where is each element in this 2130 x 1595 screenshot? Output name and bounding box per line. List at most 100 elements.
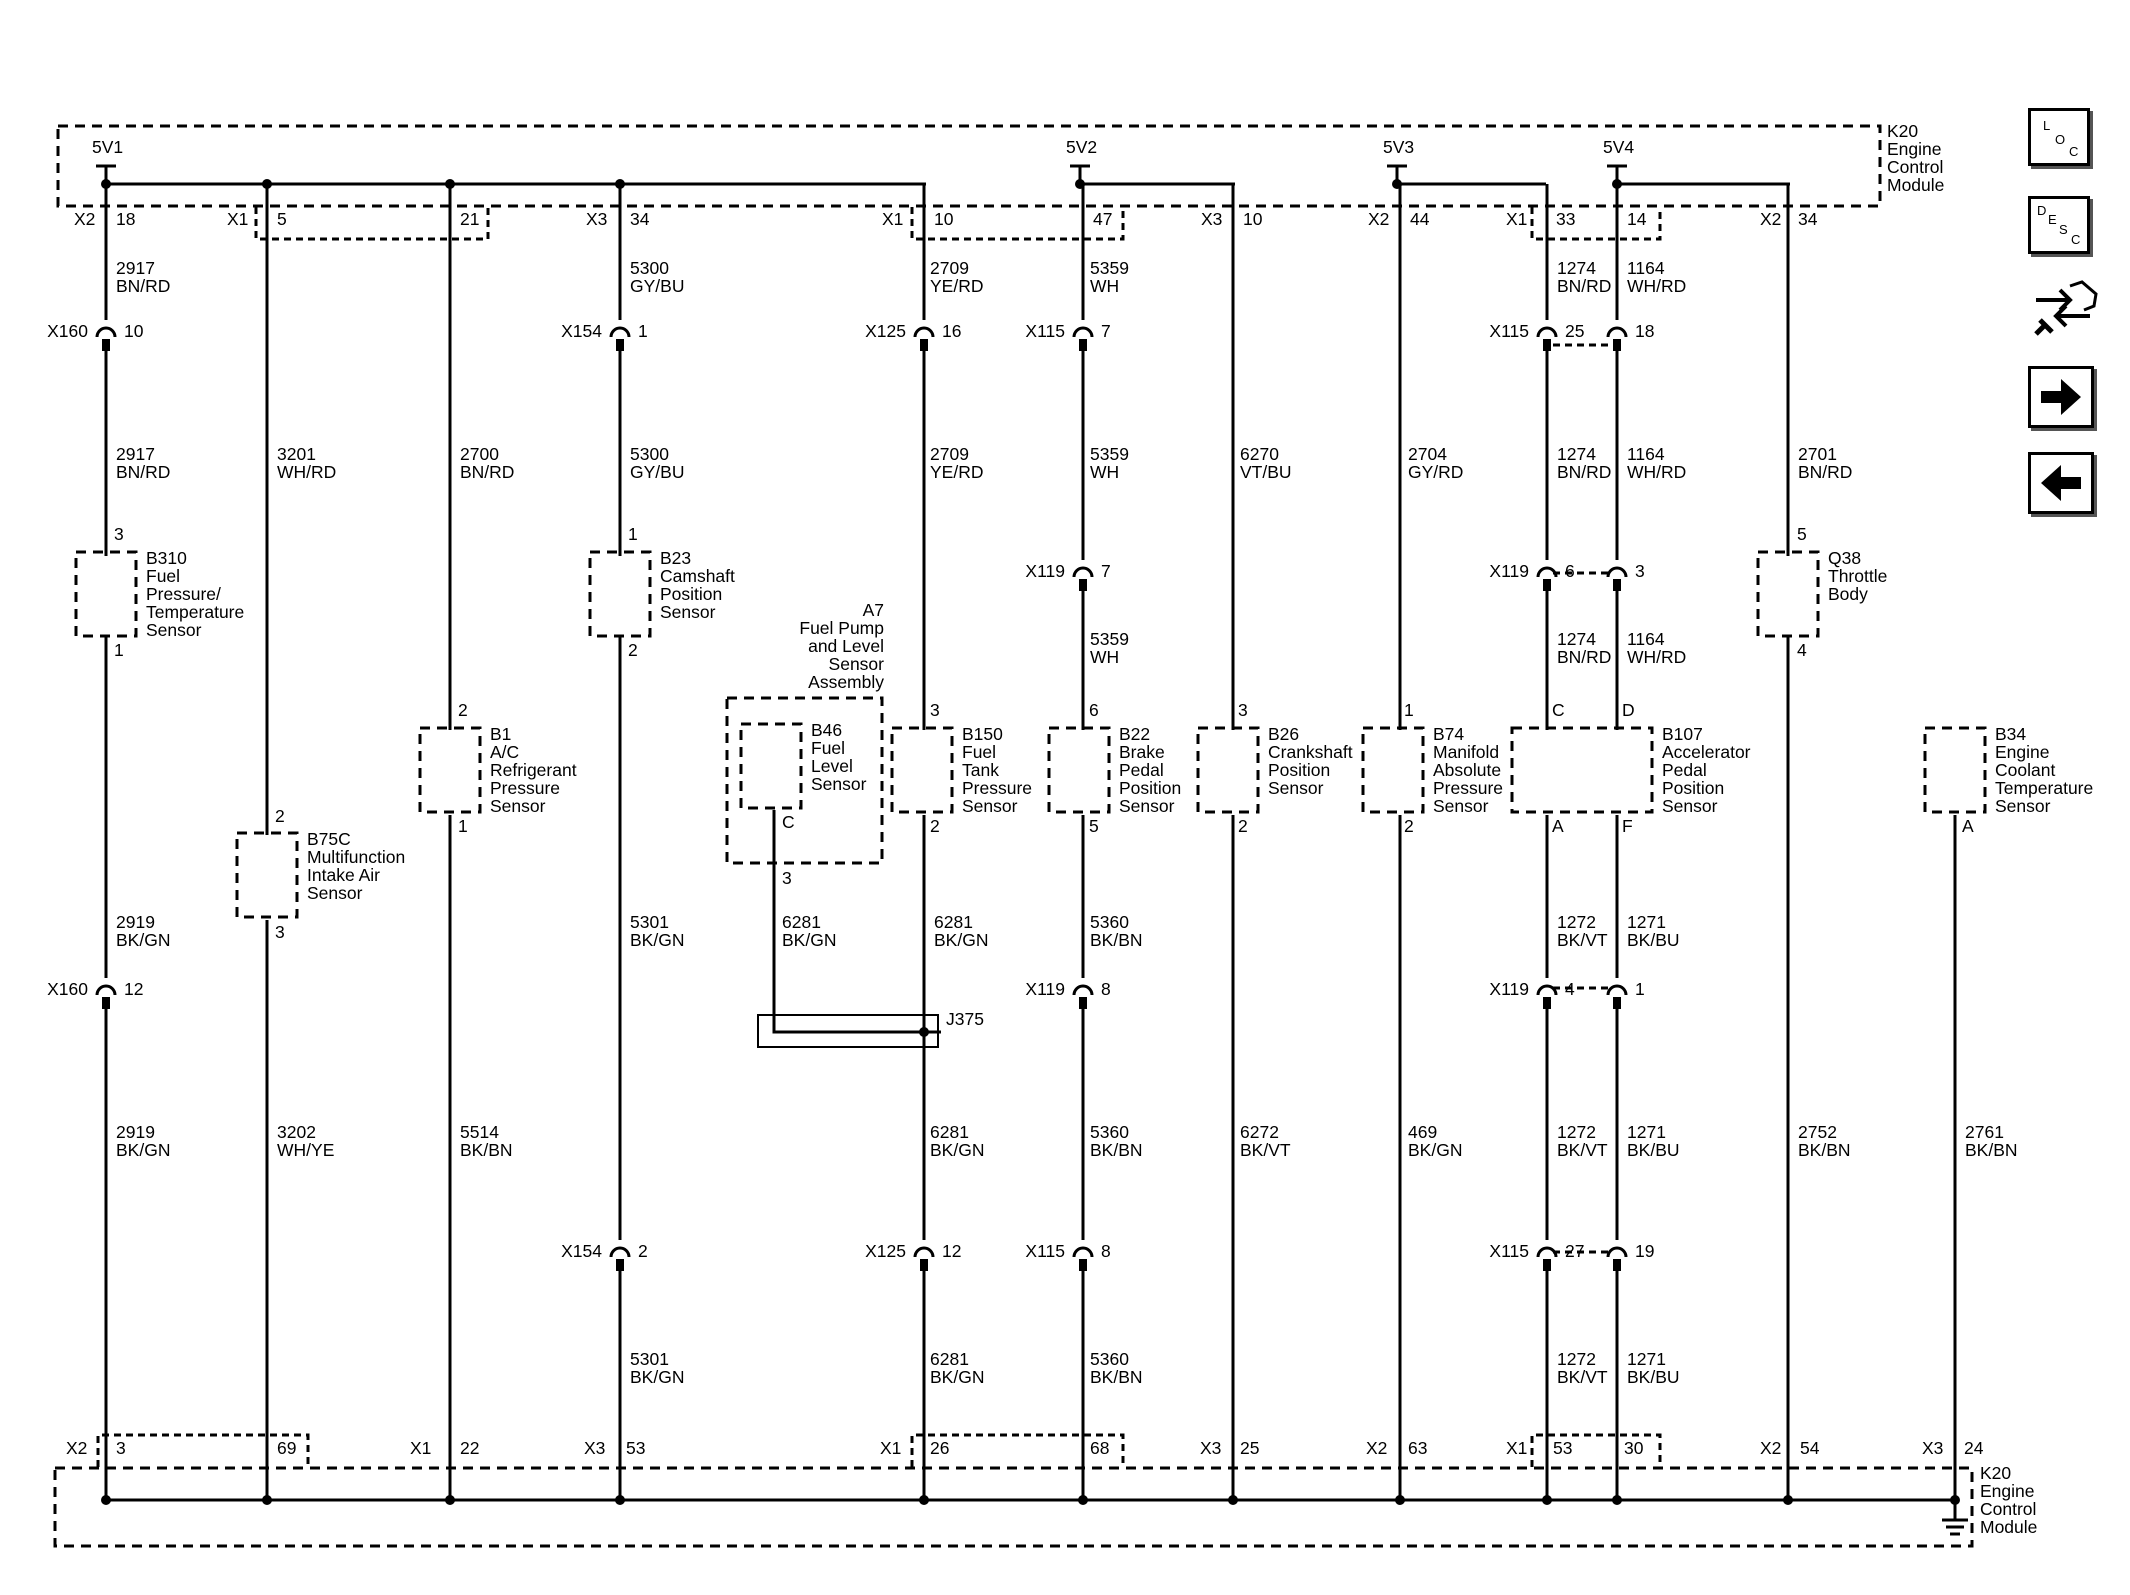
inline-connector-male xyxy=(102,997,110,1009)
component-id: B34 xyxy=(1995,724,2026,744)
component-name-line: Temperature xyxy=(146,602,244,622)
x1-bottom-group-b xyxy=(1530,1433,1662,1467)
inline-connector-pin: 16 xyxy=(942,321,961,341)
desc-letter: S xyxy=(2059,222,2068,237)
component-name-line: Sensor xyxy=(1995,796,2051,816)
component-name-line: Pressure xyxy=(490,778,560,798)
wire-circuit-label: 2709 xyxy=(930,258,969,278)
wire-circuit-label: 2709 xyxy=(930,444,969,464)
inline-connector-female xyxy=(1606,326,1628,338)
component-name-line: Sensor xyxy=(1662,796,1718,816)
component-pin: C xyxy=(782,812,795,832)
inline-connector-id: X160 xyxy=(47,321,88,341)
connector-id: X2 xyxy=(66,1438,87,1458)
wire-color-label: BN/RD xyxy=(1557,276,1611,296)
wire-color-label: BK/VT xyxy=(1557,1140,1608,1160)
module-label: Module xyxy=(1887,175,1944,195)
inline-connector-female xyxy=(1536,984,1558,996)
component-id: B1 xyxy=(490,724,511,744)
inline-connector-male xyxy=(1079,1259,1087,1271)
x1-bottom-group-a xyxy=(910,1433,1125,1467)
inline-connector-id: X115 xyxy=(1489,1241,1529,1261)
component-pin: 1 xyxy=(628,524,638,544)
component-id: B75C xyxy=(307,829,351,849)
splice-label: J375 xyxy=(946,1009,984,1029)
inline-connector-female xyxy=(1606,1246,1628,1258)
inline-connector-female xyxy=(95,326,117,338)
connector-id: X3 xyxy=(1201,209,1222,229)
connector-id: X2 xyxy=(1760,1438,1781,1458)
wire-color-label: WH/YE xyxy=(277,1140,334,1160)
component-pin: 5 xyxy=(1797,524,1807,544)
component-id: B107 xyxy=(1662,724,1703,744)
next-arrow-icon[interactable] xyxy=(2028,366,2094,428)
wire-circuit-label: 5300 xyxy=(630,444,669,464)
component-name-line: Sensor xyxy=(829,654,885,674)
component-id: B310 xyxy=(146,548,187,568)
module-label: K20 xyxy=(1887,121,1918,141)
wire-color-label: WH/RD xyxy=(1627,276,1686,296)
component-pin: 2 xyxy=(458,700,468,720)
wire-color-label: BN/RD xyxy=(1557,647,1611,667)
inline-connector-pin: 18 xyxy=(1635,321,1654,341)
desc-icon[interactable]: D E S C xyxy=(2028,196,2090,254)
wire-color-label: GY/BU xyxy=(630,462,684,482)
inline-connector-id: X154 xyxy=(561,1241,602,1261)
inline-connector-pin: 19 xyxy=(1635,1241,1654,1261)
component-name-line: Multifunction xyxy=(307,847,405,867)
wire-circuit-label: 5360 xyxy=(1090,1349,1129,1369)
connector-id: X3 xyxy=(586,209,607,229)
connector-id: X1 xyxy=(1506,209,1527,229)
k20-bottom-outline xyxy=(53,1466,1974,1548)
wire-color-label: BK/GN xyxy=(934,930,988,950)
loc-icon[interactable]: L O C xyxy=(2028,108,2090,166)
connector-view-icon[interactable] xyxy=(2030,276,2100,342)
inline-connector-female xyxy=(1072,566,1094,578)
module-label: Engine xyxy=(1980,1481,2035,1501)
component-name-line: Body xyxy=(1828,584,1868,604)
x1-top-group-c xyxy=(1530,207,1662,241)
component-pin: 3 xyxy=(1238,700,1248,720)
previous-arrow-icon[interactable] xyxy=(2028,452,2094,514)
wire-color-label: GY/RD xyxy=(1408,462,1463,482)
wire-circuit-label: 6270 xyxy=(1240,444,1279,464)
left-arrow-icon xyxy=(2041,465,2081,501)
inline-connector-male xyxy=(1613,579,1621,591)
pin-number: 69 xyxy=(277,1438,296,1458)
wire-color-label: BN/RD xyxy=(116,462,170,482)
wire-circuit-label: 6272 xyxy=(1240,1122,1279,1142)
inline-connector-pin: 8 xyxy=(1101,979,1111,999)
component-name-line: Fuel xyxy=(146,566,180,586)
component-name-line: and Level xyxy=(808,636,884,656)
component-name-line: Tank xyxy=(962,760,999,780)
component-name-line: Pressure xyxy=(962,778,1032,798)
inline-connector-female xyxy=(609,1246,631,1258)
junction-dots xyxy=(101,179,1960,1505)
loc-letter: C xyxy=(2069,144,2079,159)
component-name-line: Sensor xyxy=(811,774,867,794)
wire-circuit-label: 1274 xyxy=(1557,629,1596,649)
connector-id: X3 xyxy=(584,1438,605,1458)
inline-connector-male xyxy=(1079,579,1087,591)
inline-connector-male xyxy=(1543,1259,1551,1271)
wire-circuit-label: 2704 xyxy=(1408,444,1447,464)
module-label: Module xyxy=(1980,1517,2037,1537)
wire-circuit-label: 3201 xyxy=(277,444,316,464)
component-name-line: Pedal xyxy=(1119,760,1164,780)
wire-circuit-label: 5359 xyxy=(1090,258,1129,278)
pin-number: 18 xyxy=(116,209,135,229)
inline-connector-female xyxy=(1606,566,1628,578)
inline-connector-male xyxy=(1543,579,1551,591)
inline-connector-pin: 4 xyxy=(1565,979,1575,999)
inline-connector-id: X119 xyxy=(1489,561,1529,581)
wire-circuit-label: 5360 xyxy=(1090,912,1129,932)
component-name-line: Sensor xyxy=(1119,796,1175,816)
component-name-line: Sensor xyxy=(1433,796,1489,816)
inline-connector-male xyxy=(1613,1259,1621,1271)
component-pin: D xyxy=(1622,700,1635,720)
supply-label: 5V2 xyxy=(1066,137,1097,157)
component-name-line: Sensor xyxy=(962,796,1018,816)
connector-id: X2 xyxy=(1366,1438,1387,1458)
